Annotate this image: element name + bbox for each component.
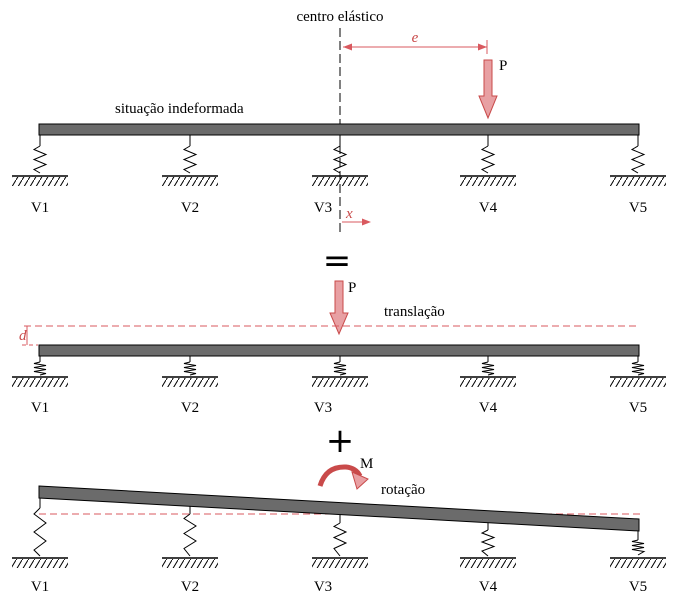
support-label-middle-v4: V4: [479, 400, 498, 416]
eccentricity-dimension: [343, 40, 488, 54]
load-label-middle: P: [348, 280, 356, 296]
support-label-middle-v2: V2: [181, 400, 199, 416]
support-top-v2: [162, 135, 218, 186]
support-top-v4: [460, 135, 516, 186]
support-middle-v5: [610, 356, 666, 387]
support-bottom-v4: [460, 523, 516, 568]
beam-middle: [38, 344, 640, 357]
middle-panel: P translação d: [12, 280, 666, 416]
support-label-middle-v3: V3: [314, 400, 332, 416]
support-middle-v4: [460, 356, 516, 387]
support-label-top-v3: V3: [314, 200, 332, 216]
plus-sign: +: [326, 421, 355, 461]
eccentricity-label: e: [412, 30, 419, 46]
support-label-top-v1: V1: [31, 200, 49, 216]
undeformed-label: situação indeformada: [115, 101, 244, 117]
support-middle-v1: [12, 356, 68, 387]
support-top-v3: [312, 135, 368, 186]
rotation-label: rotação: [381, 482, 425, 498]
support-label-bottom-v3: V3: [314, 579, 332, 595]
translation-label: translação: [384, 304, 445, 320]
support-label-top-v5: V5: [629, 200, 647, 216]
support-bottom-v3: [312, 515, 368, 568]
beam-top: [38, 123, 640, 136]
beam-bottom: [38, 485, 640, 532]
x-axis-label: x: [345, 206, 353, 222]
support-label-bottom-v2: V2: [181, 579, 199, 595]
support-label-top-v4: V4: [479, 200, 498, 216]
support-label-top-v2: V2: [181, 200, 199, 216]
support-top-v1: [12, 135, 68, 186]
support-label-middle-v1: V1: [31, 400, 49, 416]
support-label-bottom-v5: V5: [629, 579, 647, 595]
equals-sign: =: [323, 241, 352, 281]
translation-d-label: d: [19, 328, 27, 344]
bottom-panel: M rotação: [12, 456, 666, 595]
load-arrow-middle: [329, 280, 349, 336]
support-bottom-v1: [12, 498, 68, 568]
moment-label: M: [360, 456, 373, 472]
moment-arrow: [317, 464, 369, 490]
support-bottom-v5: [610, 531, 666, 568]
load-label-top: P: [499, 58, 507, 74]
elastic-center-label: centro elástico: [296, 9, 383, 25]
translation-dimension: [22, 326, 38, 346]
top-panel: centro elástico e P situação indeformada: [12, 9, 666, 232]
load-arrow-top: [478, 59, 498, 120]
support-middle-v2: [162, 356, 218, 387]
support-bottom-v2: [162, 506, 218, 568]
support-middle-v3: [312, 356, 368, 387]
support-top-v5: [610, 135, 666, 186]
support-label-bottom-v4: V4: [479, 579, 498, 595]
support-label-middle-v5: V5: [629, 400, 647, 416]
support-label-bottom-v1: V1: [31, 579, 49, 595]
x-axis-arrow: [342, 218, 371, 226]
